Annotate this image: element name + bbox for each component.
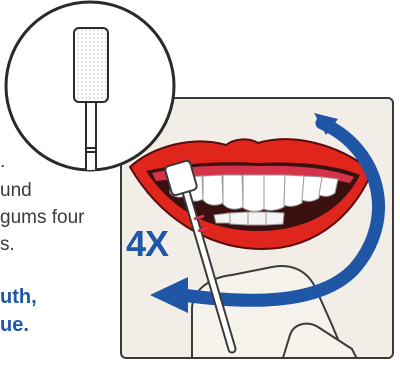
hand-finger <box>282 324 358 359</box>
instruction-text-line-3: gums four <box>0 208 84 227</box>
emphasis-text-line-2: ue. <box>0 315 29 335</box>
emphasis-text-line-1: uth, <box>0 287 37 307</box>
swab-zoom-circle <box>0 0 200 185</box>
repeat-count-label: 4X <box>126 226 168 262</box>
instruction-text-line-4: s. <box>0 235 15 254</box>
